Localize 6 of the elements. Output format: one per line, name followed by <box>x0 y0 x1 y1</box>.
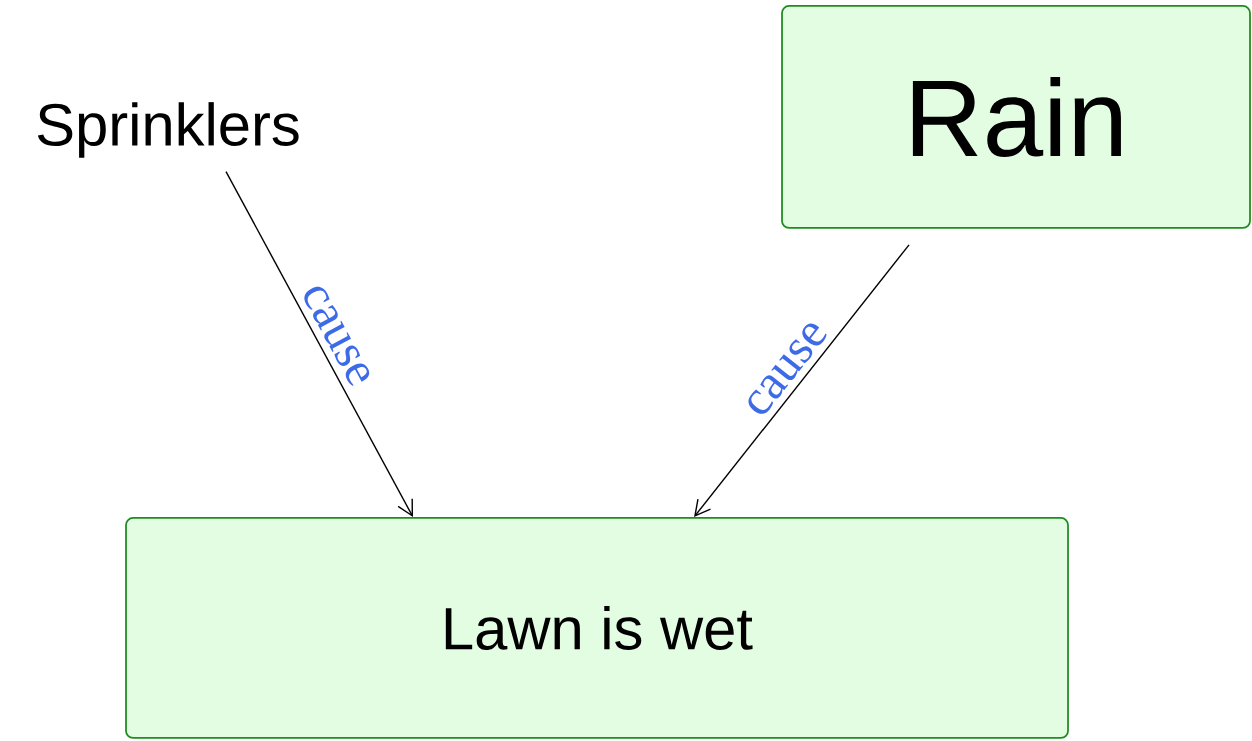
process-box: Lawn is wet <box>125 517 1069 739</box>
arrow <box>225 171 413 518</box>
node-label: Sprinklers <box>37 102 299 158</box>
process-box: Rain <box>781 5 1251 229</box>
arrow <box>694 244 910 518</box>
edge-label: cause <box>304 286 370 386</box>
